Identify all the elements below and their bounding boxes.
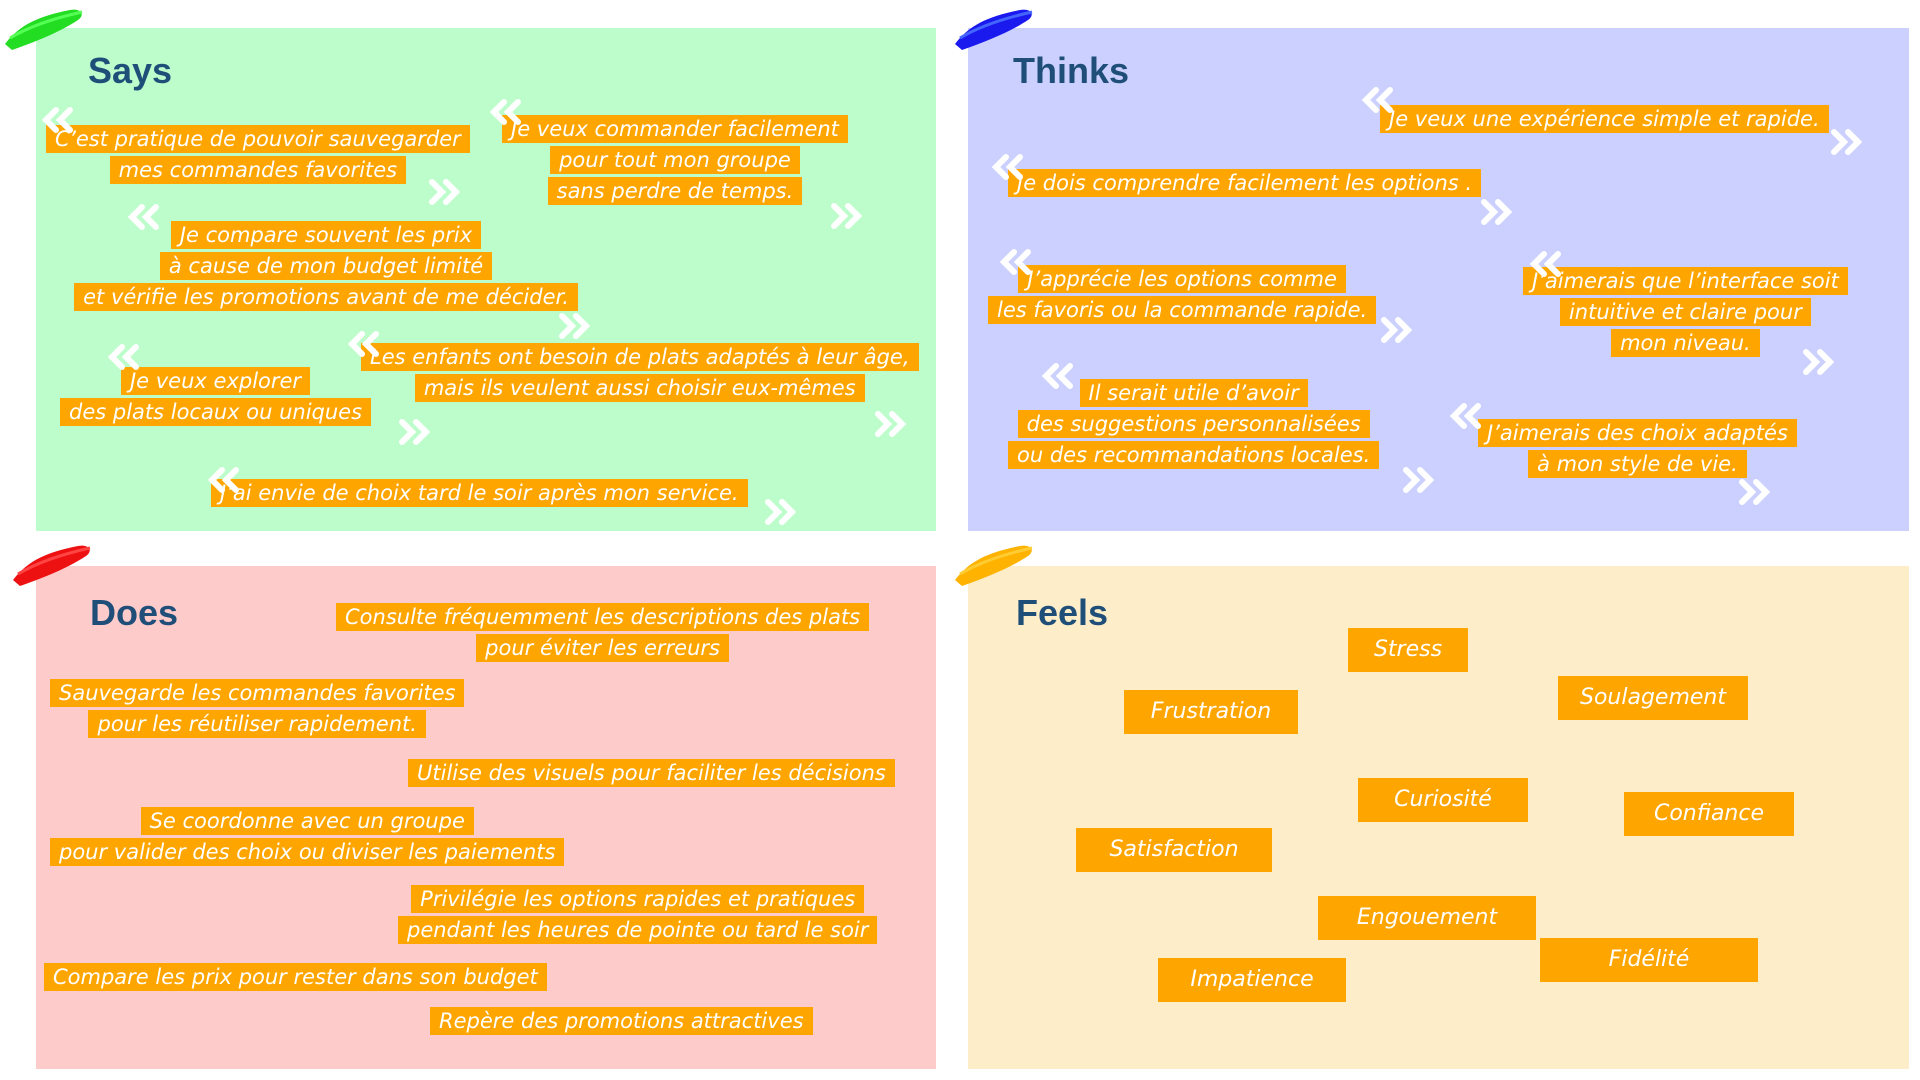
close-quote-icon xyxy=(1831,129,1863,155)
does-item-6: Compare les prix pour rester dans son bu… xyxy=(44,962,547,993)
emotion-badge: Frustration xyxy=(1124,690,1298,734)
open-quote-icon xyxy=(41,107,73,133)
thinks-quote-1: Je veux une expérience simple et rapide. xyxy=(1380,104,1829,135)
does-item-2: Sauvegarde les commandes favorites pour … xyxy=(50,678,465,740)
close-quote-icon xyxy=(875,411,907,437)
open-quote-icon xyxy=(999,249,1031,275)
red-paint-splash-icon xyxy=(13,545,91,586)
green-paint-splash-icon xyxy=(5,9,83,50)
says-quote-2: Je veux commander facilement pour tout m… xyxy=(502,114,848,207)
close-quote-icon xyxy=(1403,467,1435,493)
thinks-quote-6: J’aimerais des choix adaptés à mon style… xyxy=(1478,418,1797,480)
feels-quadrant: Feels Stress Frustration Soulagement Cur… xyxy=(955,545,1909,1069)
emotion-badge: Curiosité xyxy=(1358,778,1528,822)
does-item-5: Privilégie les options rapides et pratiq… xyxy=(398,884,878,946)
emotion-badge: Impatience xyxy=(1158,958,1346,1002)
emotion-badge: Confiance xyxy=(1624,792,1794,836)
does-item-4: Se coordonne avec un groupe pour valider… xyxy=(50,806,565,868)
open-quote-icon xyxy=(347,331,379,357)
thinks-quadrant: Thinks Je veux une expérience simple et … xyxy=(955,9,1909,531)
open-quote-icon xyxy=(127,204,159,230)
close-quote-icon xyxy=(1803,349,1835,375)
does-item-1: Consulte fréquemment les descriptions de… xyxy=(336,602,870,664)
open-quote-icon xyxy=(207,467,239,493)
blue-paint-splash-icon xyxy=(955,9,1033,50)
close-quote-icon xyxy=(1381,317,1413,343)
says-quote-1: C’est pratique de pouvoir sauvegarder me… xyxy=(46,124,470,186)
open-quote-icon xyxy=(107,344,139,370)
thinks-title: Thinks xyxy=(1013,50,1130,91)
does-quadrant: Does Consulte fréquemment les descriptio… xyxy=(13,545,936,1069)
says-quote-5: Les enfants ont besoin de plats adaptés … xyxy=(361,342,919,404)
says-title: Says xyxy=(88,50,173,91)
close-quote-icon xyxy=(1739,479,1771,505)
close-quote-icon xyxy=(559,313,591,339)
thinks-quote-2: Je dois comprendre facilement les option… xyxy=(1008,168,1482,199)
thinks-quote-5: Il serait utile d’avoir des suggestions … xyxy=(1008,378,1380,471)
close-quote-icon xyxy=(399,419,431,445)
emotion-badge: Stress xyxy=(1348,628,1468,672)
does-title: Does xyxy=(90,592,179,633)
emotion-badge: Engouement xyxy=(1318,896,1536,940)
open-quote-icon xyxy=(991,154,1023,180)
feels-title: Feels xyxy=(1016,592,1109,633)
close-quote-icon xyxy=(1481,199,1513,225)
open-quote-icon xyxy=(1449,403,1481,429)
orange-paint-splash-icon xyxy=(955,545,1033,586)
says-quote-4: Je veux explorer des plats locaux ou uni… xyxy=(60,366,372,428)
says-quadrant: Says C’est pratique de pouvoir sauvegard… xyxy=(5,9,936,531)
close-quote-icon xyxy=(831,203,863,229)
open-quote-icon xyxy=(1361,87,1393,113)
does-item-7: Repère des promotions attractives xyxy=(430,1006,813,1037)
close-quote-icon xyxy=(429,179,461,205)
open-quote-icon xyxy=(489,99,521,125)
says-quote-3: Je compare souvent les prix à cause de m… xyxy=(46,220,606,313)
thinks-quote-4: J’aimerais que l’interface soit intuitiv… xyxy=(1523,266,1848,359)
thinks-quote-3: J’apprécie les options comme les favoris… xyxy=(988,264,1377,326)
open-quote-icon xyxy=(1041,363,1073,389)
close-quote-icon xyxy=(765,499,797,525)
emotion-badge: Soulagement xyxy=(1558,676,1748,720)
emotion-badge: Fidélité xyxy=(1540,938,1758,982)
open-quote-icon xyxy=(1529,251,1561,277)
does-item-3: Utilise des visuels pour faciliter les d… xyxy=(408,758,895,789)
says-quote-6: J’ai envie de choix tard le soir après m… xyxy=(211,478,748,509)
emotion-badge: Satisfaction xyxy=(1076,828,1272,872)
